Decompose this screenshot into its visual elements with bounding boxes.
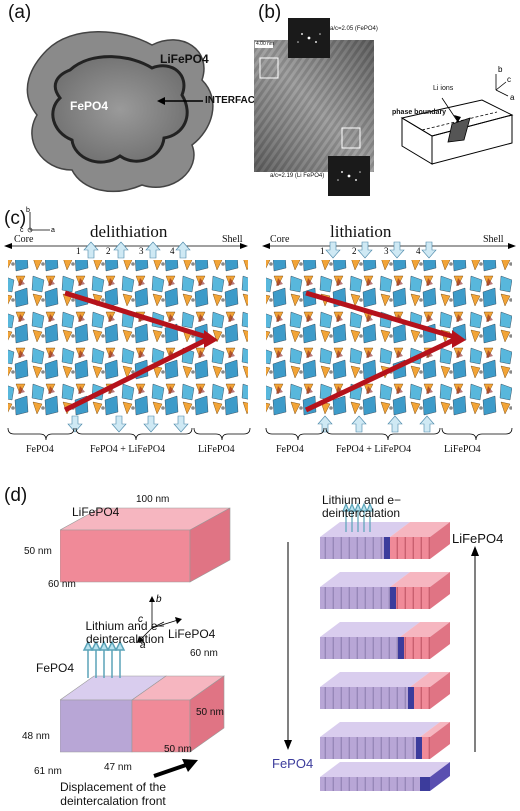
- lifepo4-label-a: LiFePO4: [160, 52, 209, 66]
- fepo4-bottom-left: FePO4: [26, 444, 54, 455]
- left-50b-label: 50 nm: [164, 744, 192, 755]
- left-61-label: 61 nm: [34, 766, 62, 777]
- left-50a-label: 50 nm: [196, 707, 224, 718]
- crystal-lifepo4-label: LiFePO4: [72, 505, 119, 519]
- dim-50-label: 50 nm: [24, 546, 52, 557]
- interface-arrow: [155, 94, 205, 108]
- displacement-arrow: [150, 756, 202, 780]
- axis-b-label-b: b: [498, 65, 503, 74]
- axis-c-label-b: c: [507, 75, 511, 84]
- fft-top-caption: a/c=2.05 (FePO4): [330, 26, 378, 32]
- lifepo4-bottom-right: LiFePO4: [444, 444, 481, 455]
- number-4-right: 4: [416, 246, 421, 256]
- stack-layer-1: [320, 522, 450, 559]
- number-2-left: 2: [106, 246, 111, 256]
- core-label-left: Core: [14, 234, 33, 245]
- number-2-right: 2: [352, 246, 357, 256]
- stack-layer-3: [320, 622, 450, 659]
- delithiation-lattice: 1 2 3 4: [0, 238, 260, 468]
- displacement-label: Displacement of the deintercalation fron…: [48, 780, 178, 808]
- number-1-right: 1: [320, 246, 325, 256]
- panel-d-label: (d): [4, 485, 27, 507]
- core-label-right: Core: [270, 234, 289, 245]
- number-3-left: 3: [139, 246, 144, 256]
- left-47-label: 47 nm: [104, 762, 132, 773]
- right-fepo4-label: FePO4: [272, 756, 313, 771]
- axes-c: b c a: [20, 206, 60, 236]
- mixed-bottom-right: FePO4 + LiFePO4: [336, 444, 411, 455]
- dim-100-label: 100 nm: [136, 494, 169, 505]
- stack-layer-6: [320, 762, 450, 791]
- axis-b-label-d: b: [156, 594, 162, 605]
- scale-bar-label: 4.00 nm: [256, 41, 274, 47]
- left-60-label: 60 nm: [190, 648, 218, 659]
- shell-label-left: Shell: [222, 234, 243, 245]
- deintercalation-right-label: Lithium and e− deintercalation: [322, 494, 432, 520]
- number-1-left: 1: [76, 246, 81, 256]
- stack-layer-5: [320, 722, 450, 759]
- axis-a-label-c: a: [51, 227, 55, 234]
- axis-b-label-c: b: [26, 207, 30, 214]
- lifepo4-bottom-left: LiFePO4: [198, 444, 235, 455]
- axis-c-label-c: c: [20, 227, 24, 234]
- axis-a-label-b: a: [510, 93, 515, 102]
- particle-micrograph: [12, 20, 252, 200]
- left-48-label: 48 nm: [22, 731, 50, 742]
- number-3-right: 3: [384, 246, 389, 256]
- left-fepo4-label: FePO4: [36, 661, 74, 675]
- left-lifepo4-label: LiFePO4: [168, 627, 215, 641]
- fft-bottom-caption: a/c=2.19 (Li FePO4): [270, 173, 324, 179]
- lithiation-lattice: 1 2 3 4: [258, 238, 520, 468]
- li-ions-label: Li ions: [433, 85, 453, 92]
- phase-boundary-label: phase boundary: [392, 109, 446, 116]
- stack-layer-4: [320, 672, 450, 709]
- fepo4-bottom-right: FePO4: [276, 444, 304, 455]
- right-lifepo4-label: LiFePO4: [452, 531, 503, 546]
- dim-60-label: 60 nm: [48, 579, 76, 590]
- deintercalation-left-label: Lithium and e− deintercalation: [70, 620, 180, 646]
- number-4-left: 4: [170, 246, 175, 256]
- lithium-release-arrows: [80, 640, 140, 680]
- fepo4-label-a: FePO4: [70, 99, 108, 113]
- shell-label-right: Shell: [483, 234, 504, 245]
- mixed-bottom-left: FePO4 + LiFePO4: [90, 444, 165, 455]
- stack-layer-2: [320, 572, 450, 609]
